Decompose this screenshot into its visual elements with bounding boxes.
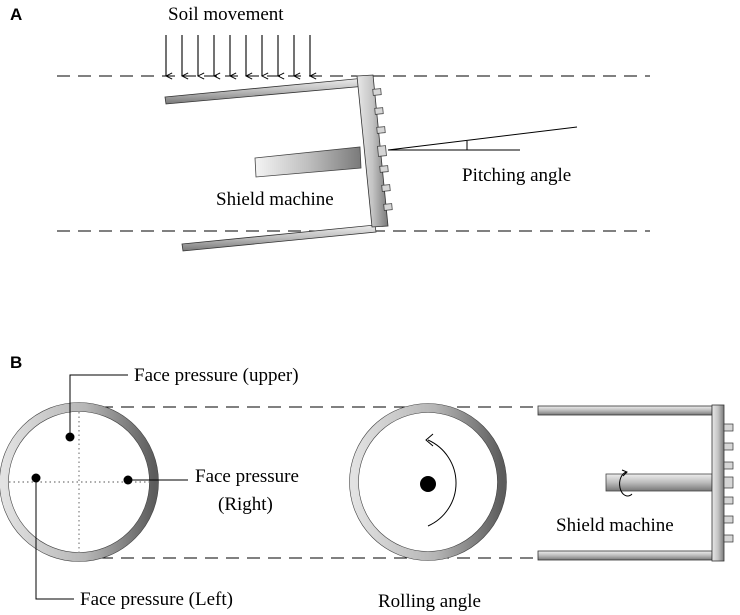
ring-center-dot [420,476,436,492]
panel-a: A Soil movement [10,4,650,252]
rolling-arrow [427,439,457,527]
rolling-ring [349,403,507,561]
shield-machine-label-b: Shield machine [556,515,674,536]
face-pressure-left-label: Face pressure (Left) [80,589,233,610]
face-view-ring [0,402,159,562]
panel-b: B Face pressure (upper) Face pressure (R… [0,353,734,612]
soil-movement-label: Soil movement [168,4,284,25]
face-pressure-right-label-2: (Right) [218,494,273,515]
panel-b-label: B [10,353,22,372]
leader-lines [35,374,188,600]
pitching-angle-indicator [387,126,578,151]
rolling-angle-label: Rolling angle [378,591,481,612]
panel-a-label: A [10,5,22,24]
shield-machine-label-a: Shield machine [216,189,334,210]
shaft-rotation-arrow [619,471,633,497]
shield-machine-side [164,74,393,252]
pitching-angle-label: Pitching angle [462,165,571,186]
face-pressure-upper-label: Face pressure (upper) [134,365,299,386]
face-pressure-right-label: Face pressure [195,466,299,487]
soil-movement-arrows [166,35,310,76]
shield-machine-plan [537,404,734,562]
